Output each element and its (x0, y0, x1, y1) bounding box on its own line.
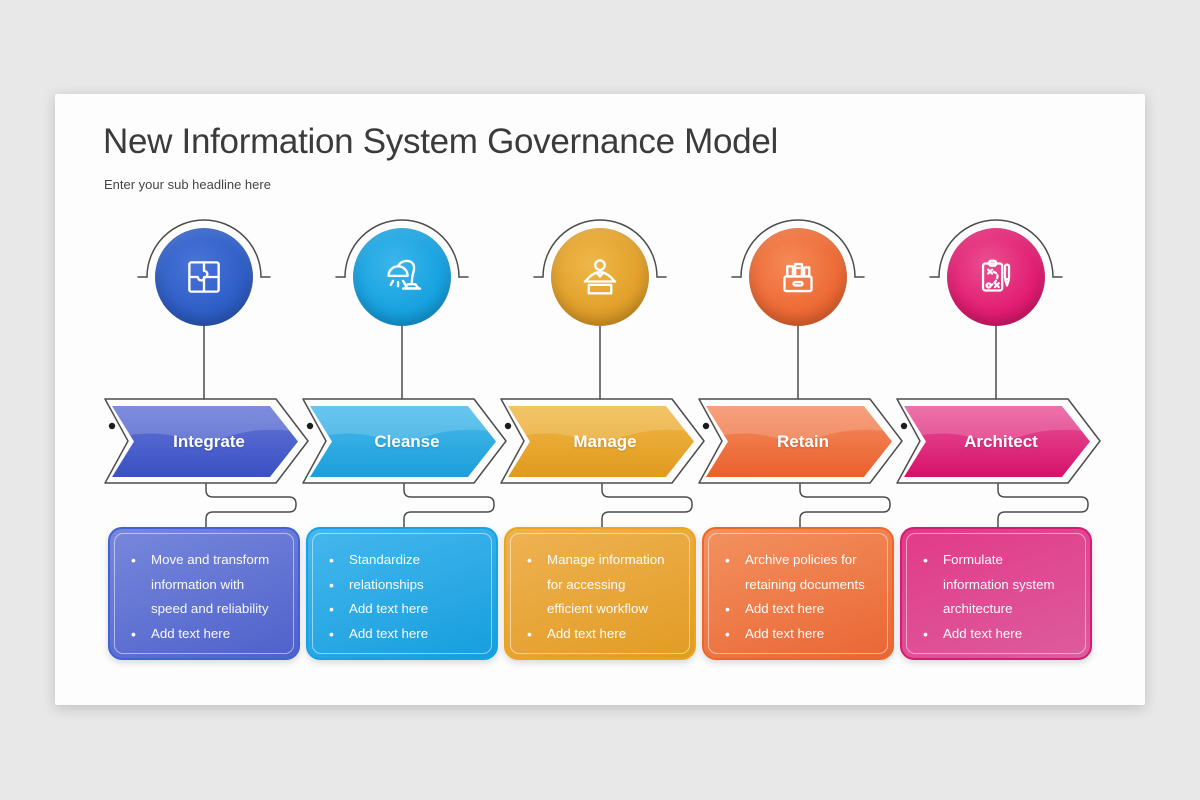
step-arrow-banner: Cleanse (310, 406, 496, 477)
step-arrow-banner: Integrate (112, 406, 298, 477)
arrow-wave-highlight (904, 406, 1090, 441)
bullet-item: Add text here (506, 622, 668, 647)
bullet-item: Manage information for accessing efficie… (506, 548, 668, 622)
badge-arc (740, 219, 856, 278)
arrow-start-dot (504, 422, 512, 430)
governance-step-architect: Architect Formulate information system a… (890, 210, 1102, 665)
badge-arc (344, 219, 460, 278)
arrow-to-card-line (997, 483, 1089, 528)
connector-lines (500, 219, 705, 528)
step-badge (551, 228, 649, 326)
step-bullet-list: Formulate information system architectur… (902, 529, 1090, 646)
page-title: New Information System Governance Model (103, 122, 778, 161)
connector-lines (896, 219, 1101, 528)
puzzle-icon (177, 250, 231, 304)
bullet-item: relationships (308, 573, 470, 598)
slide-panel: New Information System Governance Model … (55, 94, 1145, 705)
arrow-start-dot (900, 422, 908, 430)
arrow-start-dot (108, 422, 116, 430)
bullet-item: Add text here (704, 622, 866, 647)
step-badge (749, 228, 847, 326)
step-bullet-list: Manage information for accessing efficie… (506, 529, 694, 646)
bullet-item: Add text here (110, 622, 272, 647)
strategy-clipboard-icon (969, 250, 1023, 304)
connector-lines (698, 219, 903, 528)
bullet-item: Standardize (308, 548, 470, 573)
governance-step-manage: Manage Manage information for accessing … (494, 210, 706, 665)
arrow-start-dot (702, 422, 710, 430)
badge-arc (938, 219, 1054, 278)
step-card: StandardizerelationshipsAdd text hereAdd… (306, 527, 498, 660)
step-card: Move and transform information with spee… (108, 527, 300, 660)
badge-arc (542, 219, 658, 278)
bullet-item: Add text here (308, 622, 470, 647)
arrow-to-card-line (601, 483, 693, 528)
arrow-outline (500, 398, 705, 484)
desk-lamp-icon (375, 250, 429, 304)
bullet-item: Archive policies for retaining documents (704, 548, 866, 597)
connector-lines (104, 219, 309, 528)
arrow-start-dot (306, 422, 314, 430)
step-arrow-banner: Architect (904, 406, 1090, 477)
badge-arc (146, 219, 262, 278)
step-label: Retain (777, 431, 829, 451)
step-card: Manage information for accessing efficie… (504, 527, 696, 660)
bullet-item: Move and transform information with spee… (110, 548, 272, 622)
arrow-wave-highlight (112, 406, 298, 441)
step-label: Manage (573, 431, 637, 451)
step-arrow-banner: Manage (508, 406, 694, 477)
governance-step-integrate: Integrate Move and transform information… (98, 210, 310, 665)
arrow-to-card-line (403, 483, 495, 528)
arrow-outline (896, 398, 1101, 484)
arrow-outline (302, 398, 507, 484)
step-badge (947, 228, 1045, 326)
step-bullet-list: Move and transform information with spee… (110, 529, 298, 646)
step-arrow-banner: Retain (706, 406, 892, 477)
connector-lines (302, 219, 507, 528)
governance-step-cleanse: Cleanse StandardizerelationshipsAdd text… (296, 210, 508, 665)
bullet-item: Add text here (902, 622, 1064, 647)
bullet-item: Formulate information system architectur… (902, 548, 1064, 622)
step-card: Archive policies for retaining documents… (702, 527, 894, 660)
governance-step-retain: Retain Archive policies for retaining do… (692, 210, 904, 665)
arrow-wave-highlight (310, 406, 496, 441)
step-label: Cleanse (374, 431, 440, 451)
archive-box-icon (771, 250, 825, 304)
arrow-outline (698, 398, 903, 484)
page-subtitle: Enter your sub headline here (104, 177, 271, 192)
step-bullet-list: Archive policies for retaining documents… (704, 529, 892, 646)
step-bullet-list: StandardizerelationshipsAdd text hereAdd… (308, 529, 496, 646)
step-label: Architect (964, 431, 1038, 451)
step-card: Formulate information system architectur… (900, 527, 1092, 660)
arrow-wave-highlight (508, 406, 694, 441)
arrow-outline (104, 398, 309, 484)
bullet-item: Add text here (704, 597, 866, 622)
arrow-wave-highlight (706, 406, 892, 441)
arrow-to-card-line (799, 483, 891, 528)
step-badge (155, 228, 253, 326)
bullet-item: Add text here (308, 597, 470, 622)
step-label: Integrate (173, 431, 245, 451)
podium-person-icon (573, 250, 627, 304)
arrow-to-card-line (205, 483, 297, 528)
step-badge (353, 228, 451, 326)
